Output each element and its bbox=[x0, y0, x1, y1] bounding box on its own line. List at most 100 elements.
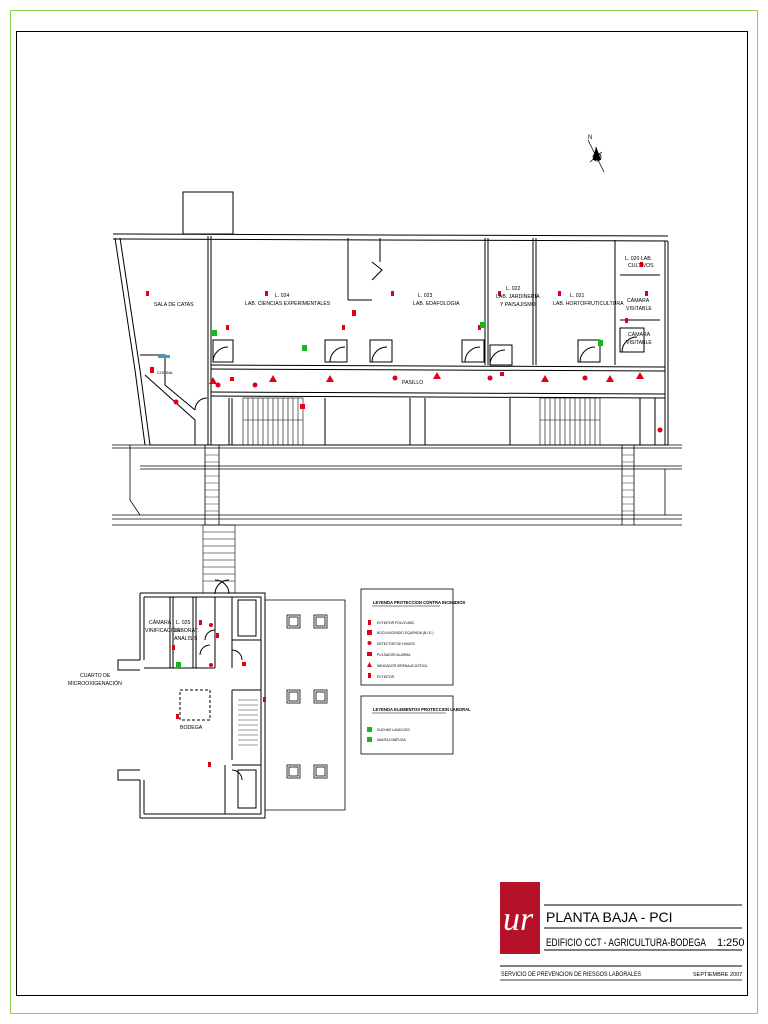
pulsador-icon bbox=[230, 377, 234, 381]
extinguisher-icon bbox=[352, 310, 356, 316]
label-l025-2: LABORAT. bbox=[174, 628, 199, 634]
label-l025-3: ANÁLISIS bbox=[174, 635, 198, 642]
label-l022-num: L. 022 bbox=[506, 286, 521, 292]
eyewash-icon bbox=[598, 340, 603, 346]
legend-laboral-item: DUCHAS LAVAOJOS bbox=[377, 728, 410, 732]
extinguisher-icon bbox=[558, 291, 561, 296]
eyewash-icon bbox=[302, 345, 307, 351]
label-sala-catas: SALA DE CATAS bbox=[154, 302, 194, 308]
extinguisher-icon bbox=[478, 325, 481, 330]
label-pasillo: PASILLO bbox=[402, 380, 423, 386]
extinguisher-icon bbox=[176, 714, 179, 719]
extinguisher-icon bbox=[216, 633, 219, 638]
detector-icon bbox=[582, 375, 588, 381]
alarm-icon bbox=[269, 375, 277, 382]
extinguisher-icon bbox=[263, 697, 266, 702]
label-l022-name1: LAB. JARDINERIA bbox=[496, 294, 540, 300]
extinguisher-icon bbox=[640, 262, 643, 267]
extinguisher-icon bbox=[391, 291, 394, 296]
date-label: SEPTIEMBRE 2007 bbox=[693, 972, 742, 978]
window-mark bbox=[158, 355, 170, 358]
legend-pci-item: BOCA INCENDIO EQUIPADA (B.I.E.) bbox=[377, 631, 433, 635]
title-block: ur bbox=[500, 882, 742, 981]
extinguisher-icon bbox=[150, 367, 154, 373]
label-camara-vin1: CÁMARA bbox=[149, 619, 172, 626]
fire-blanket-icon bbox=[367, 737, 372, 742]
eyewash-icon bbox=[176, 662, 181, 668]
adjacent-building bbox=[265, 599, 346, 811]
alarm-icon bbox=[326, 375, 334, 382]
logo-text: ur bbox=[503, 901, 534, 938]
extinguisher-icon bbox=[265, 291, 268, 296]
extinguisher-icon bbox=[226, 325, 229, 330]
label-l020-2: CULTIVOS bbox=[628, 263, 654, 269]
legend-pci-title: LEYENDA PROTECCION CONTRA INCENDIOS bbox=[373, 600, 465, 605]
logo-icon bbox=[500, 882, 540, 954]
eyewash-icon bbox=[480, 322, 485, 328]
label-camara-a1: CÁMARA bbox=[627, 297, 650, 304]
north-arrow-icon: N bbox=[587, 135, 605, 173]
label-camara-a2: VISITABLE bbox=[626, 306, 652, 312]
alarm-icon bbox=[636, 372, 644, 379]
legend-pci-item: INDICADOR SIRENA ACÚSTICA bbox=[377, 663, 428, 668]
stairs bbox=[242, 397, 601, 446]
label-l023-num: L. 023 bbox=[418, 293, 433, 299]
plan-subtitle: EDIFICIO CCT - AGRICULTURA-BODEGA bbox=[546, 937, 706, 949]
legend-pci-item: DETECTOR DE HUMOS bbox=[377, 642, 416, 646]
bie-icon bbox=[300, 404, 305, 409]
label-l023-name: LAB. EDAFOLOGIA bbox=[413, 301, 460, 307]
label-l021-num: L. 021 bbox=[570, 293, 585, 299]
alarm-icon bbox=[541, 375, 549, 382]
outer-frame bbox=[10, 10, 758, 1014]
label-cuarto2: MICROOXIGENACIÓN bbox=[68, 680, 122, 687]
extinguisher-icon bbox=[172, 645, 175, 650]
label-cuarto1: CUARTO DE bbox=[80, 673, 111, 679]
detector-icon bbox=[252, 382, 258, 388]
detector-icon bbox=[173, 399, 179, 405]
label-camara-b1: CÁMARA bbox=[628, 331, 651, 338]
alarm-icon bbox=[433, 372, 441, 379]
roof-structure bbox=[182, 191, 234, 235]
extinguisher-icon bbox=[625, 318, 628, 323]
fire-symbols bbox=[146, 262, 663, 767]
legend-pci-item: PULSADOR ALARMA bbox=[377, 653, 411, 657]
label-cocina: COCINA bbox=[157, 370, 173, 375]
connecting-ramp bbox=[202, 524, 236, 594]
legend-text: LEYENDA PROTECCION CONTRA INCENDIOS EXTI… bbox=[373, 600, 471, 742]
label-l022-name2: Y PAISAJISMO bbox=[500, 302, 536, 308]
extinguisher-icon bbox=[342, 325, 345, 330]
detector-icon bbox=[657, 427, 663, 433]
legend-laboral-box bbox=[360, 695, 454, 755]
legend-pci-item: EXTINTOR bbox=[377, 675, 395, 679]
legend-laboral-title: LEYENDA ELEMENTOS PROTECCION LABORAL bbox=[373, 707, 471, 712]
label-l020-1: L. 020 LAB. bbox=[625, 256, 652, 262]
label-l024-name: LAB. CIENCIAS EXPERIMENTALES bbox=[245, 301, 331, 307]
pulsador-icon bbox=[500, 372, 504, 376]
label-l024-num: L. 024 bbox=[275, 293, 290, 299]
plan-scale: 1:250 bbox=[717, 937, 745, 949]
extinguisher-icon bbox=[645, 291, 648, 296]
label-camara-b2: VISITABLE bbox=[626, 340, 652, 346]
detector-icon bbox=[487, 375, 493, 381]
label-l025-1: L. 025 bbox=[176, 620, 191, 626]
drawing-frame bbox=[16, 31, 748, 996]
room-labels: SALA DE CATAS L. 024 LAB. CIENCIAS EXPER… bbox=[68, 256, 654, 731]
title-block-text: PLANTA BAJA - PCI EDIFICIO CCT - AGRICUL… bbox=[501, 909, 745, 978]
extinguisher-icon bbox=[146, 291, 149, 296]
detector-icon bbox=[209, 663, 213, 667]
pulsador-icon bbox=[242, 662, 246, 666]
extinguisher-icon bbox=[208, 762, 211, 767]
walkway-hatch bbox=[205, 454, 634, 512]
extinguisher-icon bbox=[199, 620, 202, 625]
north-label: N bbox=[588, 135, 592, 141]
detector-icon bbox=[392, 375, 398, 381]
legend-pci-box bbox=[360, 588, 454, 686]
alarm-icon bbox=[606, 375, 614, 382]
bodega-building bbox=[117, 579, 266, 819]
plan-title: PLANTA BAJA - PCI bbox=[546, 909, 673, 925]
department-label: SERVICIO DE PREVENCION DE RIESGOS LABORA… bbox=[501, 972, 641, 978]
label-l021-name: LAB. HORTOFRUTICULTURA bbox=[553, 301, 624, 307]
label-camara-vin2: VINIFICACIÓN bbox=[145, 627, 180, 634]
eyewash-icon bbox=[367, 727, 372, 732]
